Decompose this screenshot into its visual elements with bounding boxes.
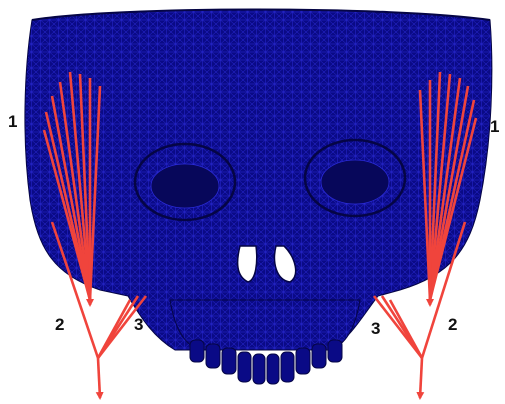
label-right-1: 1	[490, 117, 499, 136]
label-right-3: 3	[371, 319, 380, 338]
label-left-1: 1	[8, 112, 17, 131]
label-left-3: 3	[134, 315, 143, 334]
label-left-2: 2	[55, 315, 64, 334]
right-orbit-inner	[321, 160, 389, 204]
label-right-2: 2	[448, 315, 457, 334]
right-vector-group-3	[374, 296, 422, 358]
left-orbit-inner	[151, 164, 219, 208]
